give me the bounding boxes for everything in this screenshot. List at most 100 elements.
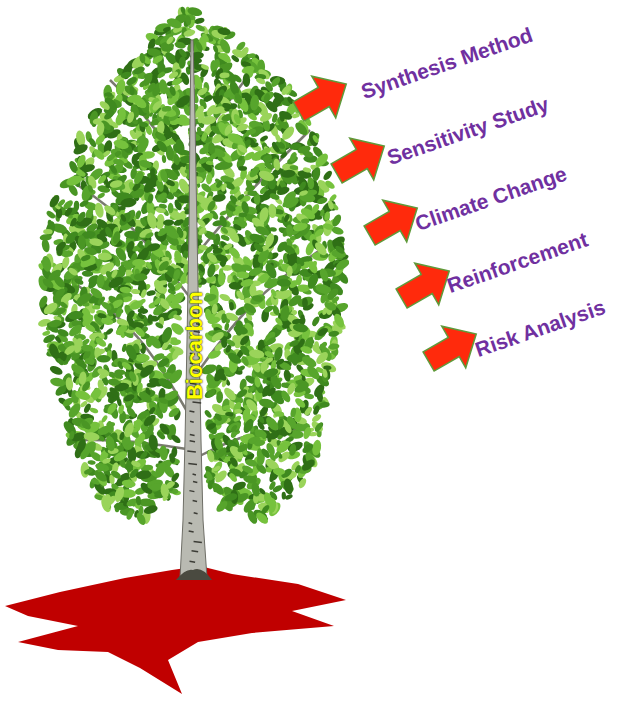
leaf bbox=[259, 90, 275, 104]
leaf bbox=[75, 154, 87, 169]
leaf bbox=[114, 78, 127, 96]
leaf bbox=[154, 321, 164, 329]
leaf bbox=[219, 268, 224, 276]
leaf bbox=[142, 413, 158, 429]
leaf bbox=[241, 285, 248, 295]
leaf bbox=[147, 314, 153, 324]
leaf bbox=[311, 439, 322, 456]
leaf bbox=[131, 154, 138, 166]
leaf bbox=[145, 45, 163, 59]
leaf bbox=[101, 414, 109, 423]
leaf bbox=[39, 234, 51, 241]
leaf bbox=[206, 449, 215, 462]
leaf bbox=[65, 377, 74, 391]
leaf bbox=[311, 413, 323, 424]
leaf bbox=[235, 388, 248, 400]
leaf bbox=[125, 406, 137, 419]
leaf bbox=[119, 286, 131, 294]
leaf bbox=[87, 460, 96, 465]
leaf bbox=[283, 213, 290, 222]
leaf bbox=[313, 151, 330, 169]
leaf bbox=[116, 398, 122, 407]
leaf bbox=[274, 133, 282, 143]
leaf bbox=[82, 270, 94, 276]
leaf bbox=[119, 264, 126, 275]
leaf bbox=[234, 409, 242, 414]
leaf bbox=[314, 215, 322, 220]
leaf bbox=[205, 364, 215, 371]
leaf bbox=[286, 96, 294, 105]
leaf bbox=[241, 65, 256, 75]
leaf bbox=[229, 302, 235, 311]
leaf bbox=[239, 344, 252, 358]
leaf bbox=[289, 165, 298, 170]
leaf bbox=[302, 298, 308, 309]
leaf bbox=[293, 120, 310, 137]
leaf bbox=[327, 200, 335, 211]
leaf bbox=[283, 213, 291, 222]
leaf bbox=[45, 210, 56, 220]
leaf bbox=[224, 322, 230, 331]
leaf bbox=[56, 244, 64, 256]
leaf bbox=[49, 364, 64, 376]
leaf bbox=[62, 353, 72, 364]
leaf bbox=[67, 323, 84, 339]
leaf bbox=[200, 115, 217, 126]
leaf bbox=[139, 217, 148, 228]
leaf bbox=[263, 304, 275, 314]
leaf bbox=[297, 477, 308, 490]
leaf bbox=[280, 124, 297, 141]
leaf bbox=[218, 215, 228, 228]
leaf bbox=[47, 220, 52, 228]
leaf bbox=[233, 415, 243, 423]
red-ground-blob bbox=[5, 566, 346, 694]
leaf bbox=[334, 257, 351, 272]
leaf bbox=[117, 404, 124, 415]
branch bbox=[70, 280, 192, 420]
leaf bbox=[140, 289, 148, 299]
leaf bbox=[135, 119, 151, 133]
leaf bbox=[266, 336, 278, 346]
branch bbox=[192, 130, 310, 260]
leaf bbox=[251, 295, 263, 303]
leaf bbox=[231, 401, 242, 416]
leaf bbox=[168, 453, 175, 464]
leaf bbox=[206, 173, 213, 185]
leaf bbox=[227, 245, 242, 260]
leaf bbox=[97, 192, 106, 200]
leaf bbox=[148, 434, 159, 452]
leaf bbox=[200, 182, 213, 195]
leaf bbox=[96, 174, 107, 186]
leaf bbox=[301, 442, 315, 455]
leaf bbox=[197, 127, 203, 136]
leaf bbox=[212, 460, 224, 474]
leaf bbox=[161, 155, 166, 163]
leaf bbox=[304, 393, 314, 399]
leaf bbox=[94, 202, 105, 219]
leaf bbox=[216, 391, 223, 404]
leaf bbox=[139, 121, 149, 128]
leaf bbox=[249, 292, 267, 306]
leaf bbox=[274, 411, 284, 417]
leaf bbox=[269, 227, 277, 232]
leaf bbox=[271, 113, 278, 123]
leaf bbox=[298, 180, 307, 191]
leaf bbox=[307, 130, 319, 147]
leaf bbox=[92, 305, 100, 310]
leaf bbox=[324, 211, 331, 221]
leaf bbox=[110, 469, 123, 480]
leaf bbox=[56, 328, 70, 339]
leaf bbox=[283, 369, 292, 382]
branch bbox=[70, 180, 192, 300]
branch bbox=[192, 60, 260, 150]
leaf bbox=[108, 177, 127, 192]
leaf bbox=[168, 203, 174, 214]
leaf bbox=[226, 351, 243, 366]
leaf bbox=[130, 54, 147, 71]
branch bbox=[192, 250, 320, 380]
leaf bbox=[218, 293, 231, 303]
leaf bbox=[289, 151, 298, 163]
leaf bbox=[156, 430, 167, 441]
leaf bbox=[76, 438, 88, 454]
